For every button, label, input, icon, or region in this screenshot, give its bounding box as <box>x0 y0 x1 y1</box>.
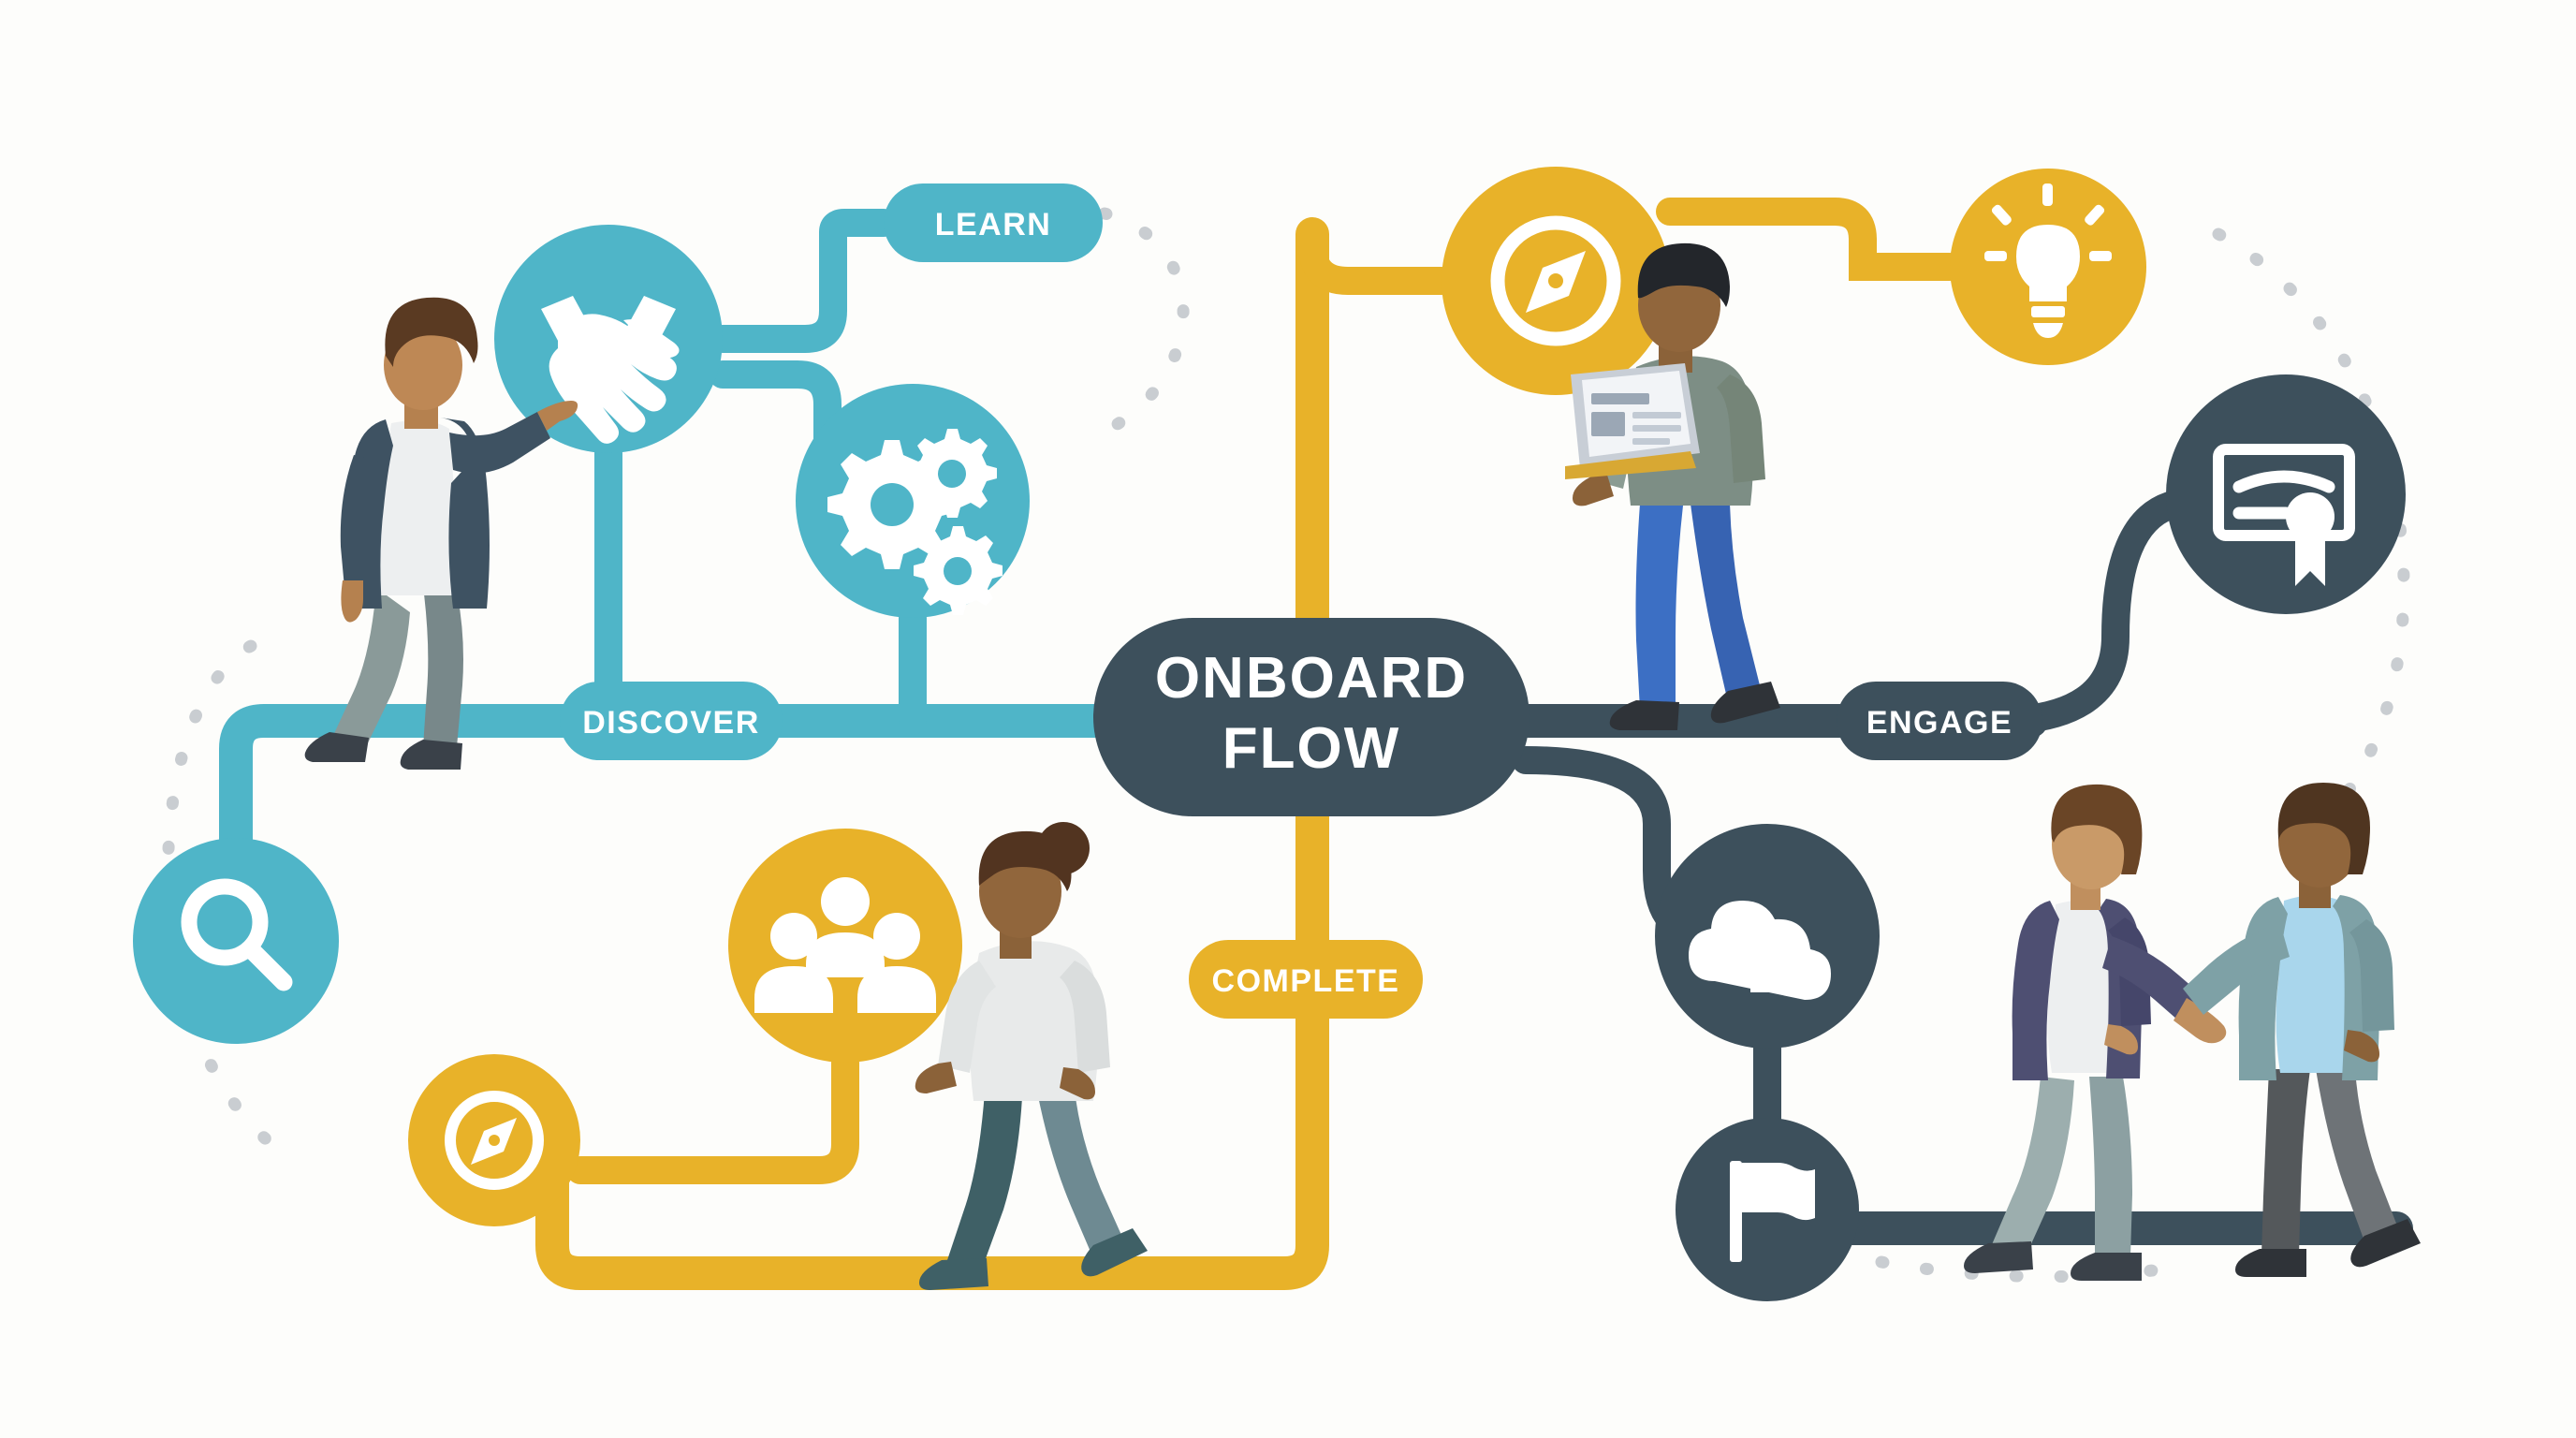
branch-label-engage: ENGAGE <box>1866 705 2012 741</box>
branch-pill-discover[interactable]: DISCOVER <box>560 682 783 760</box>
cloud-upload-icon <box>1689 901 1831 1000</box>
compass-icon <box>445 1091 544 1190</box>
node-certificate[interactable] <box>2166 374 2406 614</box>
node-gears[interactable] <box>796 384 1030 618</box>
certificate-icon <box>2213 444 2355 586</box>
center-node[interactable]: ONBOARD FLOW <box>1093 618 1530 816</box>
node-circle-search <box>133 838 339 1044</box>
branch-label-discover: DISCOVER <box>582 705 760 741</box>
node-handshake[interactable] <box>494 225 723 453</box>
node-compass-bottom[interactable] <box>408 1054 580 1226</box>
pill-shape-engage <box>1837 682 2042 760</box>
dotted-arc-top-left <box>1079 207 1190 447</box>
pill-shape-complete <box>1189 940 1423 1019</box>
handshake-icon <box>541 296 680 444</box>
compass-icon <box>1490 215 1621 346</box>
branch-label-complete: COMPLETE <box>1212 963 1400 999</box>
people-group-icon <box>754 877 936 1013</box>
branch-label-learn: LEARN <box>935 207 1052 242</box>
dotted-arc-bottom-right <box>1875 1255 2188 1284</box>
person-handshake-right <box>2183 783 2421 1277</box>
branch-pill-learn[interactable]: LEARN <box>884 183 1103 262</box>
lightbulb-icon <box>1984 183 2112 338</box>
node-people-group[interactable] <box>728 829 962 1063</box>
person-pointing <box>304 297 578 770</box>
person-handshake-left <box>1964 784 2227 1281</box>
person-with-laptop <box>1565 242 1780 730</box>
node-lightbulb[interactable] <box>1950 169 2146 365</box>
node-circle-certificate <box>2166 374 2406 614</box>
pill-shape-learn <box>884 183 1103 262</box>
node-flag[interactable] <box>1676 1118 1859 1301</box>
gears-icon <box>827 429 1003 615</box>
center-title-line1: ONBOARD <box>1155 646 1468 711</box>
center-pill-shape <box>1093 618 1530 816</box>
node-compass-top[interactable] <box>1442 167 1670 395</box>
center-title-line2: FLOW <box>1222 716 1401 781</box>
person-walking <box>915 822 1148 1290</box>
branch-pill-complete[interactable]: COMPLETE <box>1189 940 1423 1019</box>
flag-icon <box>1730 1161 1815 1262</box>
pill-shape-discover <box>560 682 783 760</box>
magnifier-icon <box>181 878 293 991</box>
laptop-icon <box>1565 363 1700 479</box>
node-cloud-upload[interactable] <box>1655 824 1880 1049</box>
branch-pill-engage[interactable]: ENGAGE <box>1837 682 2042 760</box>
node-search[interactable] <box>133 838 339 1044</box>
